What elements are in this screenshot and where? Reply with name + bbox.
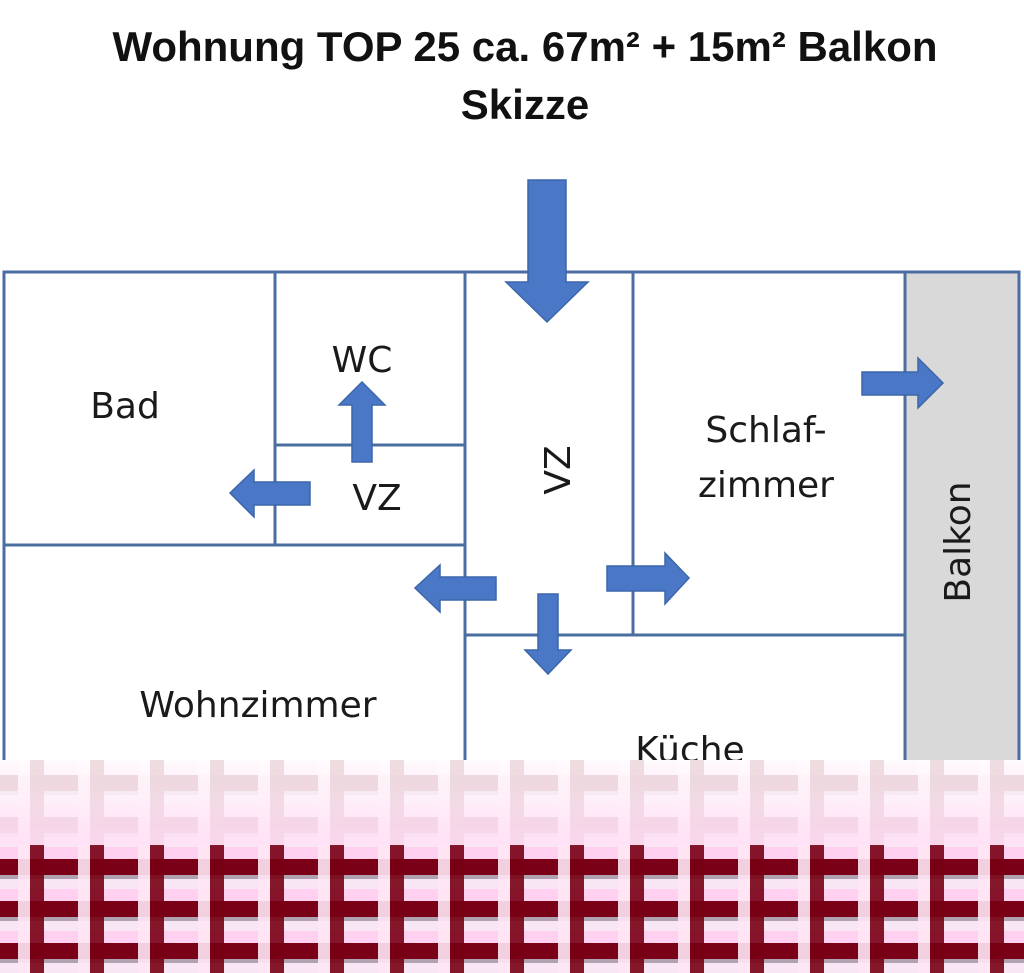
room-label-bad: Bad: [90, 386, 160, 427]
arrow-to-kueche-icon: [523, 593, 573, 676]
room-label-vz-small: VZ: [352, 478, 401, 519]
room-label-schlafzimmer-line2: zimmer: [698, 465, 834, 506]
arrow-to-bad-icon: [228, 468, 311, 519]
arrow-to-wc-icon: [337, 380, 387, 463]
room-label-wohnzimmer: Wohnzimmer: [139, 685, 376, 726]
arrow-to-balkon-icon: [861, 356, 945, 410]
room-label-vz-main: VZ: [538, 445, 579, 494]
plan-title: Wohnung TOP 25 ca. 67m² + 15m² Balkon: [112, 23, 938, 70]
plan-subtitle: Skizze: [460, 81, 590, 128]
room-label-balkon: Balkon: [938, 481, 979, 602]
entrance-arrow-icon: [504, 179, 590, 324]
corrupted-image-area: [0, 760, 1024, 973]
room-label-schlafzimmer-line1: Schlaf-: [705, 410, 826, 451]
room-label-wc: WC: [332, 340, 393, 381]
arrow-to-wohnzimmer-icon: [413, 563, 497, 614]
arrow-to-schlafzimmer-icon: [606, 551, 691, 606]
balcony-area: [905, 273, 1019, 803]
